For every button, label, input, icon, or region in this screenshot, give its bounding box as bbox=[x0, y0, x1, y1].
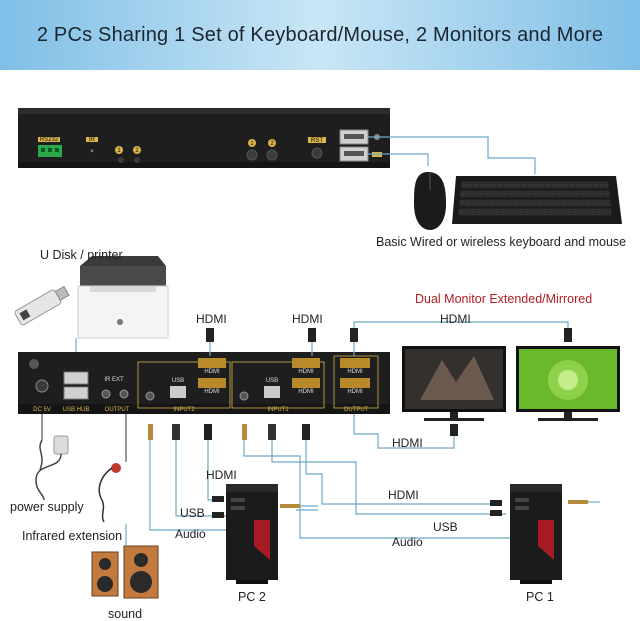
led-2 bbox=[133, 146, 141, 154]
udisk-printer-label: U Disk / printer bbox=[40, 248, 123, 262]
cable-connectors-pc1 bbox=[490, 500, 600, 516]
power-supply-label: power supply bbox=[10, 500, 84, 514]
rst-label: RST bbox=[311, 138, 323, 144]
button-2-label: 2 bbox=[270, 141, 274, 147]
led-1-label: 1 bbox=[117, 148, 121, 154]
hdmi-top-label-1: HDMI bbox=[196, 312, 227, 326]
hdmi-plug-icon bbox=[206, 328, 572, 342]
led-1 bbox=[115, 146, 123, 154]
speaker-icon bbox=[91, 545, 159, 599]
usb-label-input2: USB bbox=[172, 378, 184, 384]
ir-sensor-icon bbox=[98, 414, 127, 523]
cable-connectors-pc2 bbox=[212, 496, 318, 518]
title-banner: 2 PCs Sharing 1 Set of Keyboard/Mouse, 2… bbox=[0, 0, 640, 70]
input2-label: INPUT2 bbox=[173, 407, 195, 413]
power-adapter-icon bbox=[35, 414, 69, 501]
switch-button-2 bbox=[266, 149, 278, 161]
hdmi-plug-icon bbox=[204, 424, 310, 440]
input1-label: INPUT1 bbox=[267, 407, 289, 413]
hdmi-b-input2: HDMI bbox=[204, 369, 220, 375]
ir-label: IR bbox=[89, 137, 96, 143]
sound-label: sound bbox=[108, 607, 143, 621]
pc-tower-icon bbox=[510, 484, 562, 584]
keyboard-icon bbox=[452, 176, 622, 224]
usb-label-input1: USB bbox=[266, 378, 278, 384]
keyboard-mouse-label: Basic Wired or wireless keyboard and mou… bbox=[376, 235, 627, 249]
usb-stick-icon bbox=[14, 285, 70, 326]
hdmi-a-output: HDMI bbox=[347, 389, 363, 395]
front-usb-cables bbox=[368, 136, 536, 174]
rs232-label: RS232 bbox=[40, 137, 59, 143]
hdmi-top-label-2: HDMI bbox=[292, 312, 323, 326]
dc-label: DC 5V bbox=[33, 407, 51, 413]
ir-ext-label: IR EXT bbox=[104, 377, 124, 383]
hdmi-pc1-label: HDMI bbox=[388, 488, 419, 502]
hdmi-a-input2: HDMI bbox=[204, 389, 220, 395]
rs232-terminal-icon bbox=[38, 145, 62, 157]
output-to-monitor-cable bbox=[353, 414, 455, 449]
mouse-icon bbox=[414, 172, 446, 230]
switch-button-1 bbox=[246, 149, 258, 161]
kvm-back-panel: DC 5V USB HUB IR EXT OUTPUT USB INPUT2 U… bbox=[18, 352, 390, 414]
pc1-cables bbox=[243, 440, 516, 539]
audio-plug-icon bbox=[148, 424, 247, 440]
monitor-icon bbox=[402, 346, 506, 421]
hdmi-plug-icon bbox=[450, 424, 458, 436]
output-audio-label: OUTPUT bbox=[105, 407, 130, 413]
usb-plug-icon bbox=[172, 424, 276, 440]
output-hdmi-label: OUTPUT bbox=[344, 407, 369, 413]
reset-button bbox=[311, 147, 323, 159]
audio-pc1-label: Audio bbox=[392, 535, 423, 549]
usb-hub-label: USB HUB bbox=[63, 407, 90, 413]
hdmi-top-label-3: HDMI bbox=[440, 312, 471, 326]
hdmi-b-output: HDMI bbox=[347, 369, 363, 375]
audio-pc2-label: Audio bbox=[175, 527, 206, 541]
monitor-icon bbox=[516, 346, 620, 421]
pc2-label: PC 2 bbox=[238, 590, 266, 604]
pc1-label: PC 1 bbox=[526, 590, 554, 604]
dual-monitor-label: Dual Monitor Extended/Mirrored bbox=[415, 292, 593, 306]
page-title: 2 PCs Sharing 1 Set of Keyboard/Mouse, 2… bbox=[36, 23, 604, 46]
pc-tower-icon bbox=[226, 484, 278, 584]
infrared-extension-label: Infrared extension bbox=[22, 529, 123, 543]
usb-pc2-label: USB bbox=[180, 506, 205, 520]
kvm-front-panel: RS232 IR × 1 2 1 2 RST bbox=[18, 108, 390, 168]
hdmi-a-input1: HDMI bbox=[298, 389, 314, 395]
ir-x-label: × bbox=[90, 149, 94, 155]
hdmi-b-input1: HDMI bbox=[298, 369, 314, 375]
hdmi-monitor-label: HDMI bbox=[392, 436, 423, 450]
monitor-cables bbox=[209, 321, 569, 356]
hdmi-pc2-label: HDMI bbox=[206, 468, 237, 482]
led-2-label: 2 bbox=[135, 148, 139, 154]
button-1-label: 1 bbox=[250, 141, 254, 147]
usb-pc1-label: USB bbox=[433, 520, 458, 534]
printer-icon bbox=[77, 256, 169, 339]
